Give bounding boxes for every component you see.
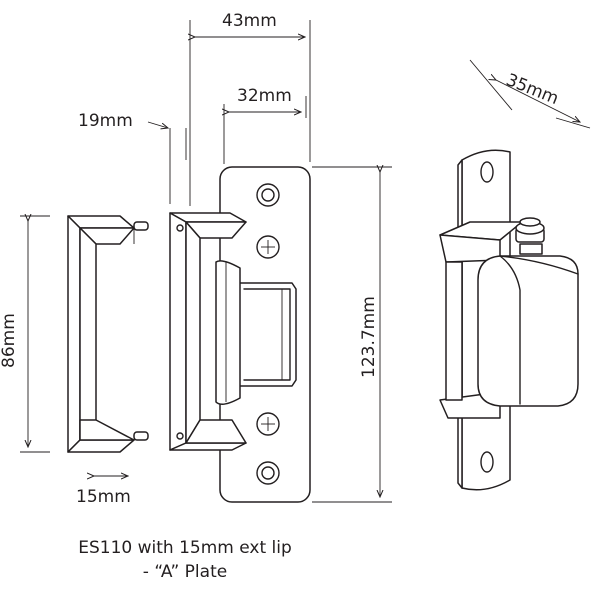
dimension-86mm <box>20 216 50 453</box>
label-19mm: 19mm <box>78 111 133 131</box>
label-35mm: 35mm <box>503 70 561 109</box>
dimension-19mm <box>147 121 187 204</box>
dimension-123-7mm <box>312 167 392 503</box>
label-15mm: 15mm <box>76 487 131 507</box>
label-43mm: 43mm <box>222 11 277 31</box>
label-32mm: 32mm <box>237 86 292 106</box>
side-view-strike <box>439 149 579 491</box>
dimension-32mm <box>224 96 307 164</box>
label-123-7mm: 123.7mm <box>359 296 379 378</box>
dimension-35mm <box>469 59 591 129</box>
face-plate <box>219 166 311 503</box>
extension-lip <box>67 215 149 453</box>
caption-line-2: - “A” Plate <box>142 562 228 582</box>
caption-line-1: ES110 with 15mm ext lip <box>78 538 292 558</box>
label-86mm: 86mm <box>0 313 19 368</box>
dimension-43mm <box>190 20 311 206</box>
keeper-body <box>169 212 247 451</box>
